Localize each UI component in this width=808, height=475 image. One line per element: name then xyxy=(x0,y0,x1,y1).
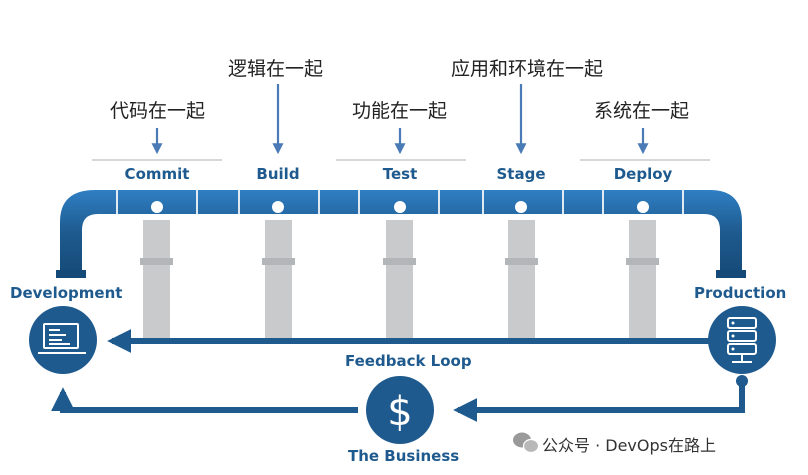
wechat-icon xyxy=(513,432,540,454)
stage-annotation: 系统在一起 xyxy=(594,100,690,122)
pipe-junction xyxy=(637,201,649,213)
stage-annotation: 代码在一起 xyxy=(110,100,206,122)
pipe-supports xyxy=(143,220,656,338)
stage-label-build: Build xyxy=(256,165,300,183)
feedback-loop-label: Feedback Loop xyxy=(345,352,472,370)
business-label: The Business xyxy=(348,447,460,465)
business-loop xyxy=(51,378,745,422)
pipe-support xyxy=(629,220,656,338)
stage-label-test: Test xyxy=(382,165,418,183)
pipe-junction xyxy=(394,201,406,213)
pipe-support xyxy=(143,220,170,338)
development-node xyxy=(29,306,97,374)
dollar-icon: $ xyxy=(387,389,412,435)
business-node: $ xyxy=(366,376,434,444)
production-label: Production xyxy=(694,284,787,302)
development-label: Development xyxy=(10,284,123,302)
laptop-icon xyxy=(38,323,86,354)
pipe-junction xyxy=(272,201,284,213)
pipe-junction xyxy=(515,201,527,213)
pipe-support xyxy=(508,220,535,338)
pipe-junction xyxy=(151,201,163,213)
stage-annotation: 逻辑在一起 xyxy=(228,58,324,80)
stage-label-commit: Commit xyxy=(124,165,190,183)
stage-annotation: 功能在一起 xyxy=(352,100,448,122)
server-stack-icon xyxy=(727,317,757,363)
production-node xyxy=(708,306,776,374)
pipe-support xyxy=(265,220,292,338)
pipeline-pipe xyxy=(56,190,746,278)
pipe-support xyxy=(386,220,413,338)
stage-annotation: 应用和环境在一起 xyxy=(451,58,604,80)
stage-label-stage: Stage xyxy=(496,165,546,183)
watermark-text: 公众号 · DevOps在路上 xyxy=(542,436,716,455)
stage-label-deploy: Deploy xyxy=(613,165,673,183)
